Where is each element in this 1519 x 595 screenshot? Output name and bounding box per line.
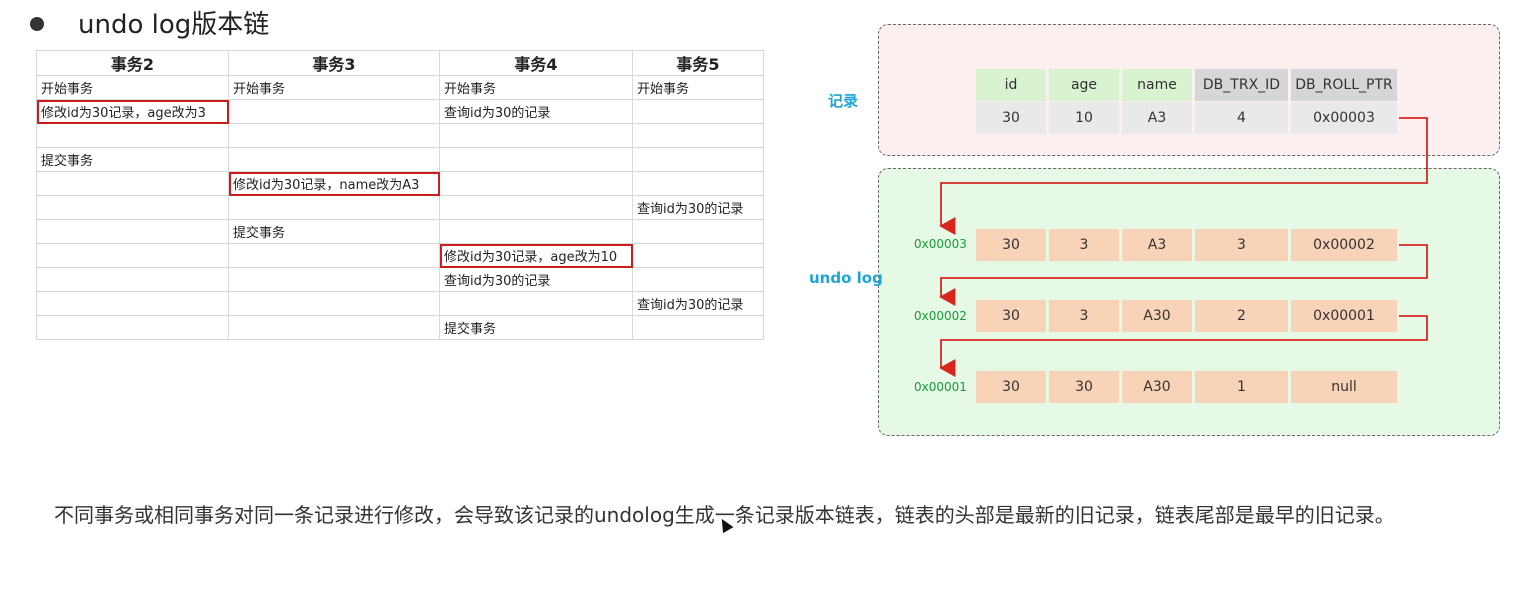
undo-cell-age: 3 (1049, 300, 1119, 332)
column-header-db-roll-ptr: DB_ROLL_PTR (1291, 69, 1397, 101)
record-label: 记录 (828, 92, 859, 110)
undo-cell-roll-ptr: 0x00001 (1291, 300, 1397, 332)
table-cell (228, 315, 440, 340)
table-cell (36, 123, 229, 148)
table-cell (439, 195, 633, 220)
undo-cell-roll-ptr: 0x00002 (1291, 229, 1397, 261)
bullet-icon (30, 17, 44, 31)
undo-cell-id: 30 (976, 371, 1046, 403)
table-cell (439, 147, 633, 172)
table-row: 修改id为30记录，age改为10 (36, 243, 764, 268)
table-row: 开始事务 开始事务 开始事务 开始事务 (36, 75, 764, 100)
column-header-name: name (1122, 69, 1192, 101)
col-header-txn2: 事务2 (36, 50, 229, 76)
undo-cell-name: A30 (1122, 371, 1192, 403)
transaction-table: 事务2 事务3 事务4 事务5 开始事务 开始事务 开始事务 开始事务 修改id… (36, 50, 764, 340)
table-row: 修改id为30记录，age改为3 查询id为30的记录 (36, 99, 764, 124)
table-cell (36, 243, 229, 268)
undo-address-label: 0x00002 (914, 309, 967, 323)
undo-cell-trx-id: 2 (1195, 300, 1288, 332)
col-header-txn4: 事务4 (439, 50, 633, 76)
undo-cell-id: 30 (976, 229, 1046, 261)
record-cell-age: 10 (1049, 102, 1119, 134)
record-cell-trx-id: 4 (1195, 102, 1288, 134)
column-header-id: id (976, 69, 1046, 101)
table-cell-highlighted: 修改id为30记录，age改为3 (36, 99, 229, 124)
table-cell: 查询id为30的记录 (632, 291, 764, 316)
column-header-age: age (1049, 69, 1119, 101)
table-cell: 开始事务 (36, 75, 229, 100)
undo-cell-age: 30 (1049, 371, 1119, 403)
table-cell: 查询id为30的记录 (439, 99, 633, 124)
table-cell: 提交事务 (228, 219, 440, 244)
table-row: 提交事务 (36, 315, 764, 340)
table-cell (36, 291, 229, 316)
undo-address-label: 0x00001 (914, 380, 967, 394)
record-cell-roll-ptr: 0x00003 (1291, 102, 1397, 134)
page-title: undo log版本链 (78, 10, 270, 40)
description-text: 不同事务或相同事务对同一条记录进行修改，会导致该记录的undolog生成一条记录… (54, 503, 1395, 527)
undo-cell-name: A3 (1122, 229, 1192, 261)
table-cell-highlighted: 修改id为30记录，age改为10 (439, 243, 633, 268)
undo-cell-trx-id: 3 (1195, 229, 1288, 261)
undo-cell-age: 3 (1049, 229, 1119, 261)
undo-cell-roll-ptr: null (1291, 371, 1397, 403)
column-header-db-trx-id: DB_TRX_ID (1195, 69, 1288, 101)
record-cell-id: 30 (976, 102, 1046, 134)
table-cell: 查询id为30的记录 (439, 267, 633, 292)
table-row: 查询id为30的记录 (36, 291, 764, 316)
table-cell (36, 195, 229, 220)
table-cell (632, 147, 764, 172)
table-cell: 提交事务 (439, 315, 633, 340)
undo-cell-name: A30 (1122, 300, 1192, 332)
table-cell (632, 315, 764, 340)
roll-ptr-arrow (939, 315, 1428, 377)
table-cell (36, 315, 229, 340)
undo-cell-trx-id: 1 (1195, 371, 1288, 403)
table-cell (228, 267, 440, 292)
table-cell (632, 243, 764, 268)
record-cell-name: A3 (1122, 102, 1192, 134)
undo-log-label: undo log (809, 269, 883, 287)
roll-ptr-arrow (939, 244, 1428, 306)
col-header-txn5: 事务5 (632, 50, 764, 76)
table-cell (36, 219, 229, 244)
undo-cell-id: 30 (976, 300, 1046, 332)
table-row: 查询id为30的记录 (36, 195, 764, 220)
roll-ptr-arrow (939, 117, 1428, 235)
table-header-row: 事务2 事务3 事务4 事务5 (36, 50, 764, 76)
undo-address-label: 0x00003 (914, 237, 967, 251)
